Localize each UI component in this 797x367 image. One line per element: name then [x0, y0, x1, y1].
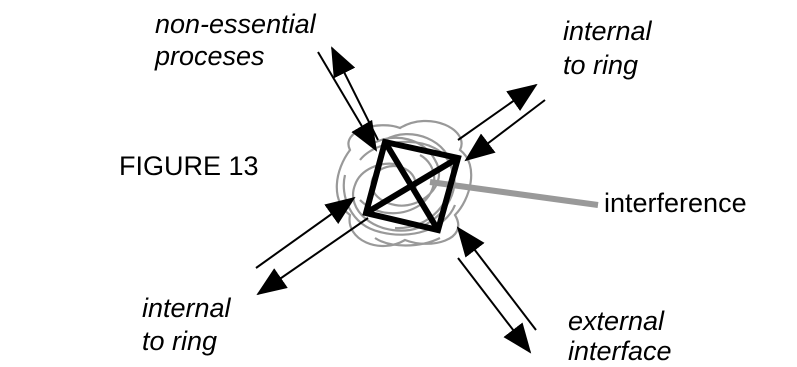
label-non-essential-line1: non-essential	[155, 9, 317, 39]
label-non-essential-line2: proceses	[154, 41, 265, 71]
label-internal-top-line2: to ring	[563, 50, 638, 80]
ring-node	[362, 138, 462, 234]
arrow-pair-external	[456, 226, 537, 354]
arrow-external-inward	[456, 226, 537, 331]
label-external-line1: external	[568, 306, 665, 336]
figure-title: FIGURE 13	[119, 151, 259, 181]
arrow-pair-internal-bottom	[255, 196, 369, 296]
label-internal-bottom-line1: internal	[142, 293, 232, 323]
arrow-pair-non-essential	[317, 46, 379, 152]
label-internal-top-line1: internal	[563, 16, 653, 46]
label-interference: interference	[604, 188, 747, 218]
interference-line	[429, 179, 599, 208]
arrow-external-outward	[457, 257, 532, 354]
label-external-line2: interface	[568, 336, 672, 366]
label-internal-bottom-line2: to ring	[142, 326, 217, 356]
arrow-internal-top-outward	[457, 83, 538, 141]
arrow-internal-top-inward	[464, 99, 546, 162]
arrow-internal-bottom-inward	[255, 196, 356, 269]
arrow-pair-internal-top	[457, 83, 546, 162]
arrow-internal-bottom-outward	[256, 217, 369, 296]
arrow-non-essential-inward	[317, 51, 378, 152]
arrow-non-essential-outward	[331, 46, 379, 141]
